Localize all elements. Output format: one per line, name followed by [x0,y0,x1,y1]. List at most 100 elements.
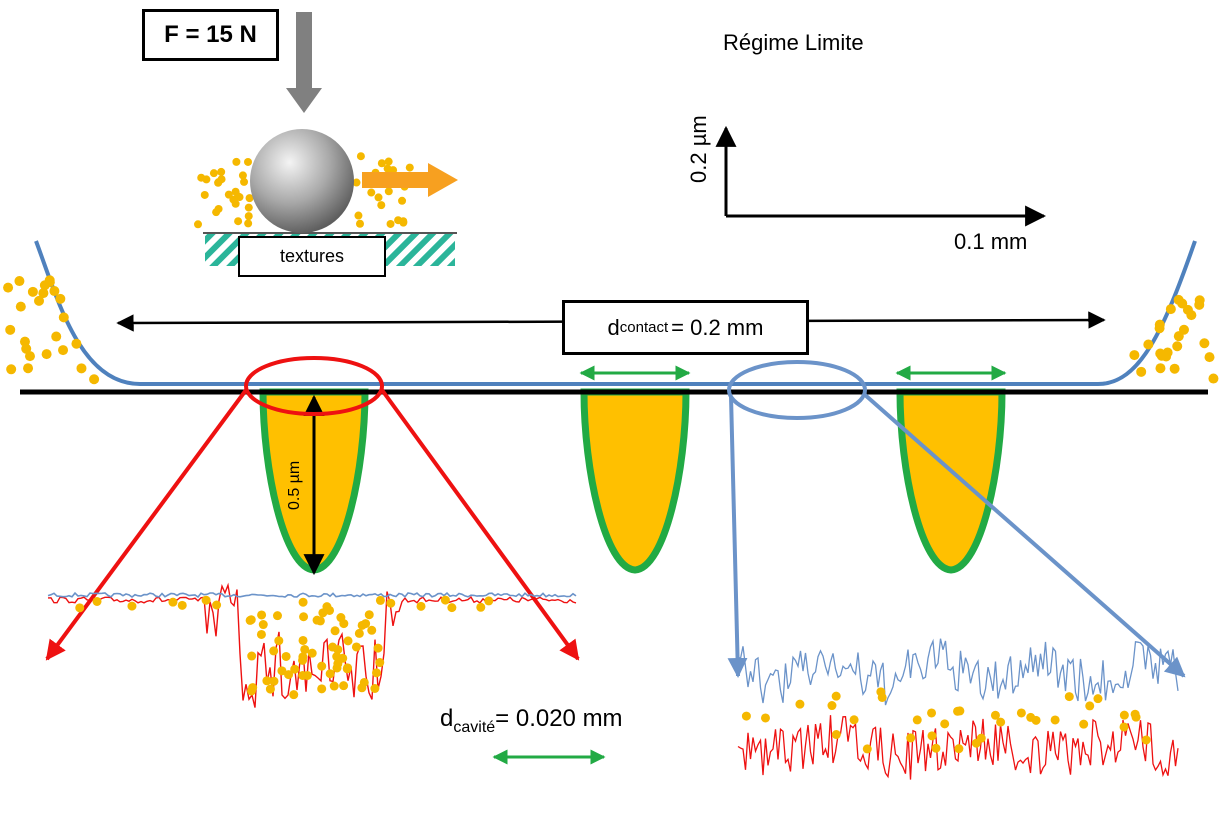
zoomed-profile-textured [47,582,577,708]
lubricant-particle [831,730,841,740]
lubricant-particle [912,715,922,725]
lubricant-particle [256,629,266,639]
lubricant-particle [377,201,386,210]
rough-profile-line [737,715,1179,780]
zoom-ellipse-untextured [727,360,867,420]
lubricant-particle [351,642,361,652]
lubricant-particle [317,684,327,694]
lubricant-particle [38,288,49,299]
lubricant-particle [257,610,267,620]
lubricant-particle [34,295,45,306]
lubricant-particle [212,600,222,610]
lubricant-particle [269,646,279,656]
lubricant-particle [23,363,34,374]
lubricant-particle [49,286,60,297]
zoom-ellipse-textured [244,356,384,416]
lubricant-particle [245,194,254,203]
lubricant-particle [372,668,382,678]
scale-vertical-label: 0.2 µm [686,115,711,183]
lubricant-particle [367,188,376,197]
lubricant-particle [231,187,240,196]
zoom-arrow-left [45,388,248,661]
lubricant-particle [342,664,352,674]
lubricant-particle [24,351,35,362]
lubricant-particle [375,658,385,668]
lubricant-particle [302,670,312,680]
lubricant-particle [200,190,209,199]
lubricant-particle [3,282,14,293]
lubricant-particle [312,615,322,625]
lubricant-particle [386,598,396,608]
lubricant-particle [224,190,233,199]
lubricant-particle [447,603,457,613]
cavity [896,388,1006,574]
lubricant-particle [307,648,317,658]
lubricant-particle [953,706,963,716]
lubricant-particle [317,661,327,671]
lubricant-particle [1155,363,1166,374]
lubricant-particle [440,595,450,605]
lubricant-particle [906,733,916,743]
lubricant-particle [240,177,249,186]
lubricant-particle [262,676,272,686]
lubricant-particle [827,701,837,711]
force-arrow-shaft [296,12,312,90]
lubricant-particle [760,713,770,723]
lubricant-particle [330,626,340,636]
lubricant-particle [339,681,349,691]
cavities [259,388,1006,574]
lubricant-particle [14,276,25,287]
lubricant-particle [1173,331,1184,342]
lubricant-particle [1172,341,1183,352]
lubricant-particle [299,612,309,622]
lubricant-particle [269,676,279,686]
lubricant-particle [1064,692,1074,702]
scale-horizontal-label: 0.1 mm [954,229,1028,254]
lubricant-particle [795,699,805,709]
lubricant-particle [877,692,887,702]
lubricant-particle [76,363,87,374]
lubricant-particle [232,157,241,166]
lubricant-particle [399,218,408,227]
zoom-arrow-right [380,388,580,661]
lubricant-particle [405,163,414,172]
lubricant-particle [214,178,223,187]
lubricant-particle [281,651,291,661]
surface-label: textures [238,236,386,277]
lubricant-particle [1131,712,1141,722]
lubricant-particle [927,708,937,718]
lubricant-particle [272,611,282,621]
lubricant-particle [234,217,243,226]
lubricant-particle [990,710,1000,720]
lubricant-particle [927,731,937,741]
page-title: Régime Limite [723,30,864,55]
zoomed-profile-untextured [737,638,1179,780]
lubricant-particle [370,684,380,694]
lubricant-particle [209,169,218,178]
lubricant-particle [277,666,287,676]
lubricant-particle [284,670,294,680]
contact-symbol: d [607,314,620,340]
lubricant-particle [289,690,299,700]
lubricant-particle [265,684,275,694]
lubricant-particle [329,681,339,691]
lubricant-particle [831,691,841,701]
lubricant-particle [75,603,85,613]
sliding-arrow-head [428,163,458,197]
cavity-subscript: cavité [453,718,496,736]
lubricant-particle [58,312,69,323]
lubricant-particle [354,211,363,220]
lubricant-particle [377,159,386,168]
lubricant-particle [354,628,364,638]
lubricant-particle [343,636,353,646]
lubricant-particle [1199,338,1210,349]
zoom-arrow-right [862,392,1186,678]
lubricant-particle [27,286,38,297]
lubricant-particle [384,157,393,166]
lubricant-particle [355,219,364,228]
lubricant-particle [1154,319,1165,330]
lubricant-particle [931,743,941,753]
lubricant-particle [238,171,247,180]
